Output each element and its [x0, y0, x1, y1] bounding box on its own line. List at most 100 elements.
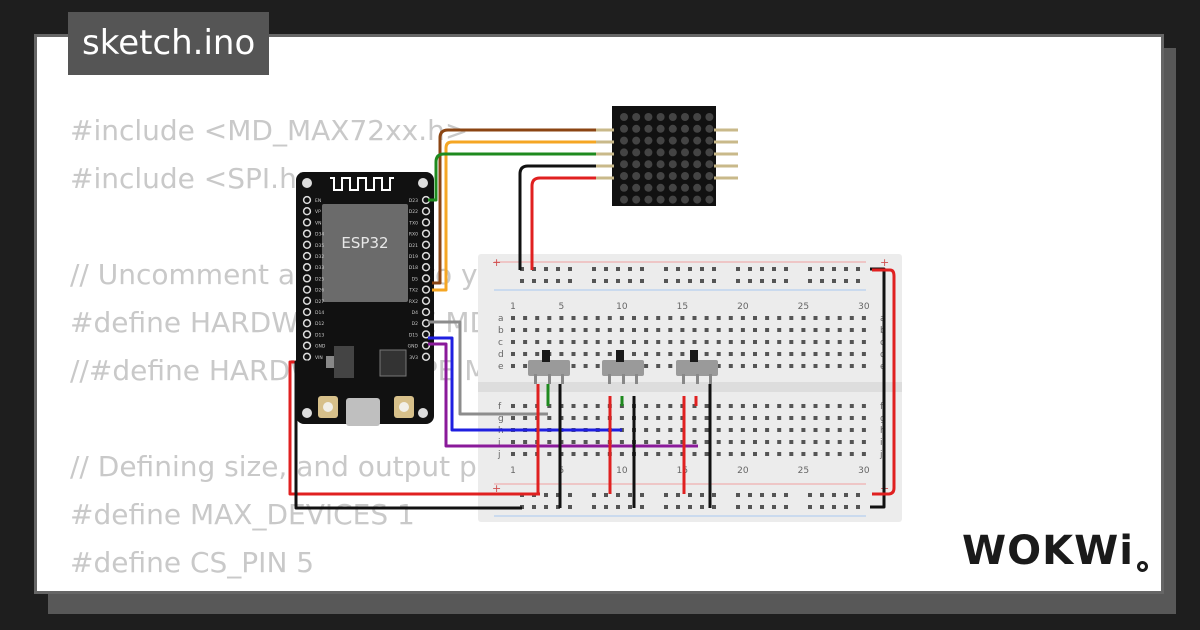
rail-hole: [736, 493, 740, 497]
breadboard-hole: [765, 452, 770, 456]
breadboard-hole: [861, 352, 866, 356]
rail-hole: [568, 267, 572, 271]
rail-hole: [628, 279, 632, 283]
breadboard-hole: [668, 352, 673, 356]
wire-sw1: [428, 320, 548, 416]
breadboard-hole: [825, 328, 830, 332]
rail-hole: [592, 279, 596, 283]
slide-switch[interactable]: [676, 350, 718, 384]
matrix-led: [632, 172, 641, 180]
esp32-pin-label: D34: [315, 232, 324, 238]
led-matrix[interactable]: [594, 106, 738, 206]
breadboard-hole: [753, 328, 757, 332]
row-letter: i: [498, 438, 501, 448]
breadboard-hole: [511, 416, 515, 420]
breadboard-hole: [680, 416, 685, 420]
rail-hole: [604, 493, 608, 497]
rail-hole: [568, 493, 572, 497]
breadboard-hole: [740, 340, 745, 344]
breadboard-hole: [861, 364, 866, 368]
matrix-led: [668, 183, 677, 192]
breadboard-hole: [511, 452, 515, 456]
matrix-led: [632, 183, 641, 192]
breadboard-hole: [728, 340, 733, 344]
breadboard-hole: [740, 352, 745, 356]
slide-switch[interactable]: [528, 350, 570, 384]
breadboard-hole: [837, 364, 842, 368]
breadboard-hole: [644, 316, 649, 320]
row-letter: a: [498, 314, 504, 324]
rail-hole: [568, 505, 572, 509]
rail-hole: [712, 493, 716, 497]
matrix-led: [644, 124, 653, 133]
esp32-pin-label: VP: [315, 209, 321, 215]
matrix-led: [656, 183, 665, 192]
breadboard-hole: [668, 340, 673, 344]
breadboard-hole: [656, 364, 661, 368]
esp32-pin-label: VIN: [315, 355, 323, 361]
matrix-led: [693, 195, 702, 204]
breadboard-hole: [813, 352, 818, 356]
column-number: 20: [737, 302, 749, 312]
rail-hole: [808, 267, 812, 271]
breadboard-hole: [668, 452, 673, 456]
breadboard-hole: [728, 404, 733, 408]
breadboard-hole: [813, 416, 818, 420]
esp32-pin-label: D21: [409, 243, 418, 249]
matrix-led: [681, 160, 689, 169]
matrix-led: [693, 172, 702, 180]
esp32-board[interactable]: ESP32 ENVPVND34D35D32D33D25D26D27D14D12D…: [296, 172, 434, 426]
breadboard-hole: [704, 416, 709, 420]
file-tab[interactable]: sketch.ino: [68, 12, 270, 75]
breadboard-hole: [656, 416, 661, 420]
breadboard-hole: [559, 316, 564, 320]
column-number: 5: [559, 302, 565, 312]
rail-hole: [760, 267, 764, 271]
breadboard-hole: [777, 416, 782, 420]
breadboard-hole: [740, 428, 745, 432]
esp32-pin-right: [421, 207, 431, 216]
code-line: #define CS_PIN 5: [70, 546, 315, 579]
matrix-led: [656, 124, 665, 133]
rail-hole: [856, 279, 860, 283]
rail-plus-top: +: [492, 256, 501, 269]
matrix-led: [620, 124, 628, 133]
breadboard-hole: [680, 428, 685, 432]
slide-switch[interactable]: [602, 350, 644, 384]
matrix-led: [644, 136, 653, 145]
breadboard-hole: [595, 404, 600, 408]
breadboard-hole: [692, 428, 697, 432]
breadboard-hole: [595, 316, 600, 320]
breadboard-hole: [728, 328, 733, 332]
breadboard-hole: [595, 328, 600, 332]
breadboard-hole: [753, 416, 757, 420]
breadboard-hole: [837, 416, 842, 420]
breadboard-hole: [523, 316, 528, 320]
column-number: 10: [616, 466, 628, 476]
matrix-led: [656, 113, 665, 121]
breadboard-hole: [523, 328, 528, 332]
code-line: #include <SPI.h>: [70, 162, 321, 195]
breadboard-hole: [680, 404, 685, 408]
esp32-pin-label: D12: [315, 321, 324, 327]
breadboard-hole: [825, 428, 830, 432]
breadboard-hole: [704, 352, 709, 356]
rail-hole: [856, 505, 860, 509]
breadboard-hole: [765, 440, 770, 444]
wire-gnd: [518, 164, 596, 270]
esp32-pin-label: D18: [409, 265, 418, 271]
rail-hole: [544, 493, 548, 497]
rail-hole: [700, 493, 704, 497]
rail-hole: [784, 279, 788, 283]
matrix-led: [705, 124, 714, 133]
esp32-pin-right: [421, 330, 431, 339]
matrix-led: [656, 172, 665, 180]
breadboard-hole: [789, 428, 794, 432]
rail-hole: [616, 267, 620, 271]
breadboard-hole: [801, 416, 806, 420]
breadboard-hole: [523, 364, 528, 368]
matrix-led: [632, 113, 641, 121]
esp32-pin-label: D14: [315, 310, 324, 316]
breadboard-hole: [680, 440, 685, 444]
